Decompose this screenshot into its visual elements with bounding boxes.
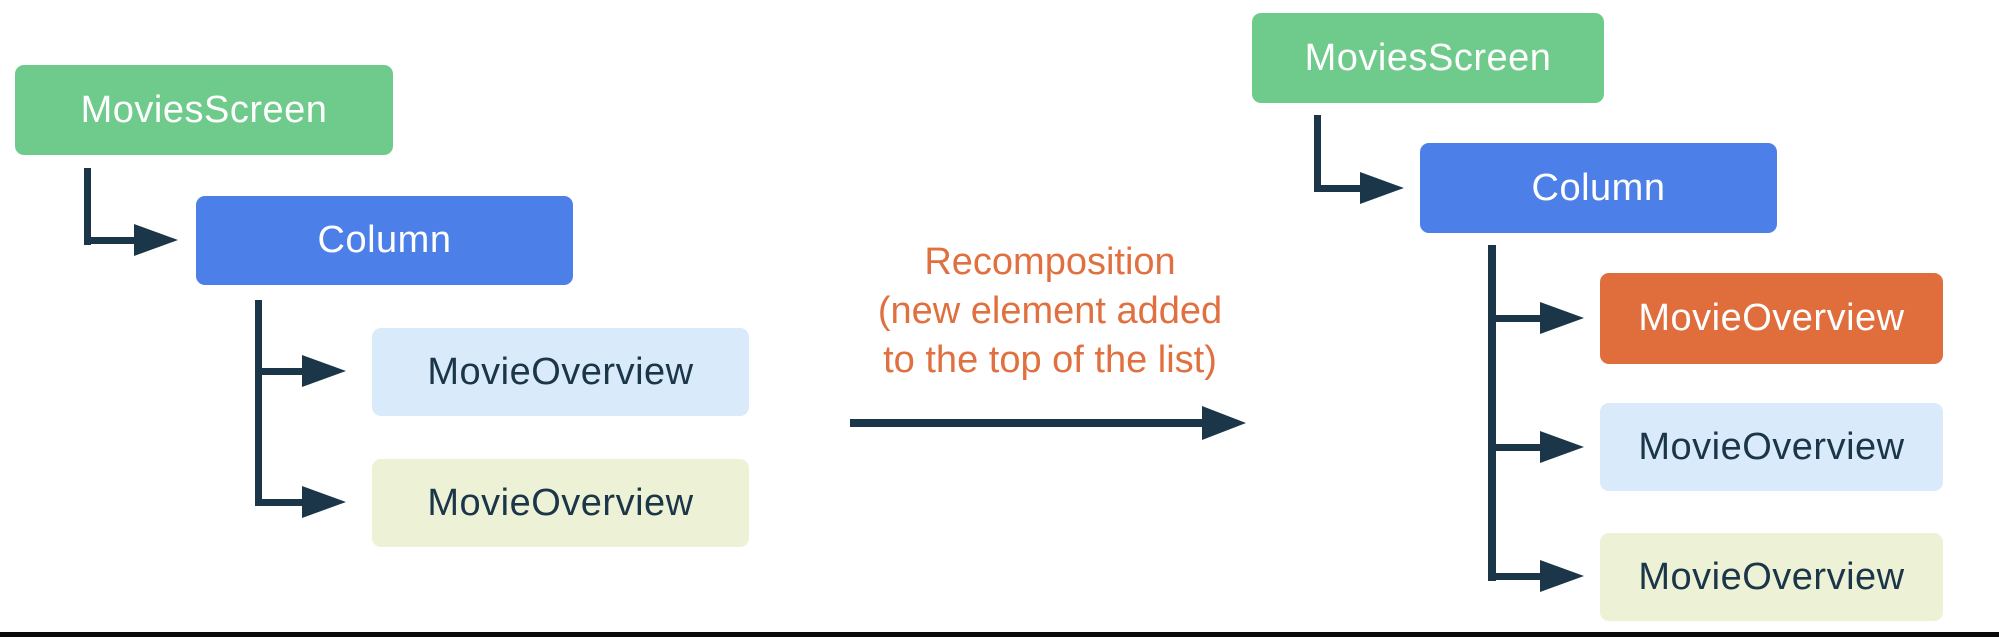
right-node-movieoverview-2: MovieOverview (1600, 533, 1943, 621)
arrowhead-icon (302, 486, 346, 518)
left-branch2-line (255, 499, 302, 506)
arrowhead-icon (1540, 302, 1584, 334)
left-node-movieoverview-2: MovieOverview (372, 459, 749, 547)
right-trunk-vertical-line (1488, 245, 1496, 581)
left-elbow-vertical-line (84, 168, 91, 245)
left-elbow-horizontal-line (84, 237, 134, 244)
right-elbow-horizontal-line (1314, 185, 1360, 192)
left-branch1-line (255, 368, 302, 375)
right-node-movieoverview-new: MovieOverview (1600, 273, 1943, 364)
arrowhead-icon (1540, 431, 1584, 463)
right-elbow-vertical-line (1314, 115, 1321, 192)
right-branch2-line (1488, 444, 1540, 451)
caption-line-2: (new element added (877, 290, 1223, 332)
arrow-right-icon (1202, 406, 1246, 440)
left-node-movieoverview-1: MovieOverview (372, 328, 749, 416)
right-node-moviesscreen: MoviesScreen (1252, 13, 1604, 103)
recomposition-caption: Recomposition (new element added to the … (800, 238, 1300, 385)
left-trunk-vertical-line (255, 300, 262, 506)
arrowhead-icon (302, 355, 346, 387)
recomposition-arrow-shaft (850, 419, 1205, 427)
right-node-column: Column (1420, 143, 1777, 233)
arrowhead-icon (134, 224, 178, 256)
right-branch1-line (1488, 315, 1540, 322)
right-node-movieoverview-1: MovieOverview (1600, 403, 1943, 491)
arrowhead-icon (1540, 560, 1584, 592)
left-node-column: Column (196, 196, 573, 285)
bottom-divider (0, 632, 1999, 637)
left-node-moviesscreen: MoviesScreen (15, 65, 393, 155)
caption-line-3: to the top of the list) (883, 339, 1217, 381)
arrowhead-icon (1360, 172, 1404, 204)
caption-line-1: Recomposition (924, 241, 1176, 283)
right-branch3-line (1488, 573, 1540, 580)
